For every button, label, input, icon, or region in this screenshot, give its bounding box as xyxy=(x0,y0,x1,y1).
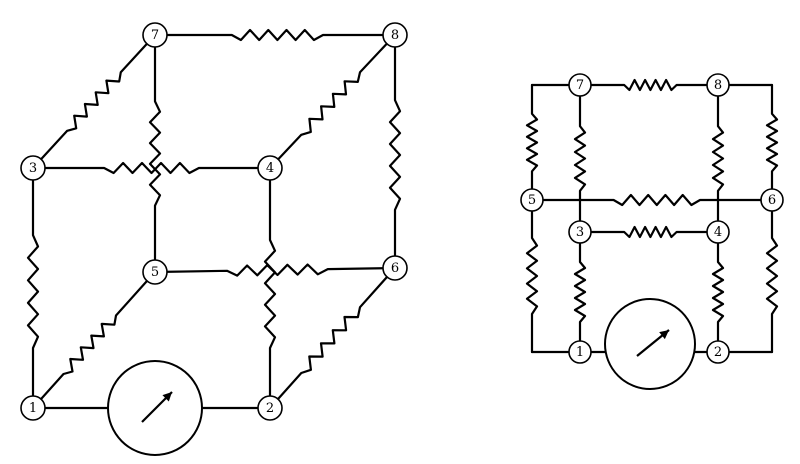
node-circle xyxy=(568,73,592,97)
resistor-cube-network-1-3 xyxy=(26,166,40,410)
node-label: 6 xyxy=(768,193,776,208)
wires-layer xyxy=(26,28,779,410)
node-flattened-network-3: 3 xyxy=(568,220,592,244)
node-label: 8 xyxy=(391,28,399,43)
resistor-flattened-network-2-4 xyxy=(711,230,725,354)
node-flattened-network-5: 5 xyxy=(520,188,544,212)
node-flattened-network-1: 1 xyxy=(568,340,592,364)
resistor-flattened-network-2-6 xyxy=(765,198,779,354)
resistor-flattened-network-6-8 xyxy=(765,83,779,202)
resistor-flattened-network-5-7 xyxy=(525,83,539,202)
node-circle xyxy=(382,22,408,48)
resistor-cube-network-7-8 xyxy=(153,28,397,42)
node-label: 6 xyxy=(391,261,399,276)
node-circle xyxy=(568,220,592,244)
node-cube-network-5: 5 xyxy=(142,259,168,285)
resistor-flattened-network-5-6 xyxy=(530,193,774,207)
node-label: 5 xyxy=(528,193,536,208)
node-circle xyxy=(568,340,592,364)
node-circle xyxy=(706,340,730,364)
node-circle xyxy=(706,220,730,244)
resistor-cube-network-3-7 xyxy=(31,33,157,170)
node-label: 4 xyxy=(266,161,274,176)
node-cube-network-7: 7 xyxy=(142,22,168,48)
resistor-flattened-network-1-5 xyxy=(525,198,539,354)
node-cube-network-2: 2 xyxy=(257,395,283,421)
nodes-layer: 1 2 3 4 5 6 7 8 1 2 3 4 5 6 7 8 xyxy=(20,22,784,421)
node-cube-network-1: 1 xyxy=(20,395,46,421)
resistor-cube-network-2-6 xyxy=(268,266,397,410)
node-label: 1 xyxy=(29,401,37,416)
node-flattened-network-4: 4 xyxy=(706,220,730,244)
resistor-cube-network-6-8 xyxy=(388,33,402,270)
node-circle xyxy=(382,255,408,281)
node-label: 3 xyxy=(29,161,37,176)
resistor-cube-network-2-4 xyxy=(263,166,277,410)
node-label: 8 xyxy=(714,78,722,93)
node-flattened-network-7: 7 xyxy=(568,73,592,97)
node-label: 7 xyxy=(576,78,584,93)
node-cube-network-6: 6 xyxy=(382,255,408,281)
node-label: 7 xyxy=(151,28,159,43)
meter-flattened-network xyxy=(604,298,696,390)
resistor-cube-network-5-7 xyxy=(148,33,162,274)
node-cube-network-4: 4 xyxy=(257,155,283,181)
node-flattened-network-6: 6 xyxy=(760,188,784,212)
node-circle xyxy=(142,22,168,48)
node-label: 4 xyxy=(714,225,722,240)
node-label: 5 xyxy=(151,265,159,280)
node-cube-network-3: 3 xyxy=(20,155,46,181)
resistor-flattened-network-4-8 xyxy=(711,83,725,234)
node-circle xyxy=(760,188,784,212)
node-circle xyxy=(20,155,46,181)
node-label: 1 xyxy=(576,345,584,360)
node-cube-network-8: 8 xyxy=(382,22,408,48)
node-circle xyxy=(520,188,544,212)
resistor-flattened-network-3-4 xyxy=(578,225,720,239)
node-circle xyxy=(142,259,168,285)
resistor-flattened-network-7-8 xyxy=(578,78,720,92)
node-circle xyxy=(257,155,283,181)
node-circle xyxy=(20,395,46,421)
meter-arrowhead-cube-network xyxy=(162,392,172,402)
resistor-flattened-network-1-3 xyxy=(573,230,587,354)
node-flattened-network-2: 2 xyxy=(706,340,730,364)
resistor-cube-network-3-4 xyxy=(31,161,272,175)
resistor-flattened-network-3-7 xyxy=(573,83,587,234)
node-label: 2 xyxy=(714,345,722,360)
node-label: 2 xyxy=(266,401,274,416)
resistor-cube-network-5-6 xyxy=(153,263,397,277)
node-flattened-network-8: 8 xyxy=(706,73,730,97)
node-circle xyxy=(257,395,283,421)
node-circle xyxy=(706,73,730,97)
node-label: 3 xyxy=(576,225,584,240)
meters-layer xyxy=(107,298,696,456)
resistor-cube-network-4-8 xyxy=(268,33,397,170)
meter-arrowhead-flattened-network xyxy=(659,330,669,340)
resistor-cube-network-1-5 xyxy=(31,270,157,410)
